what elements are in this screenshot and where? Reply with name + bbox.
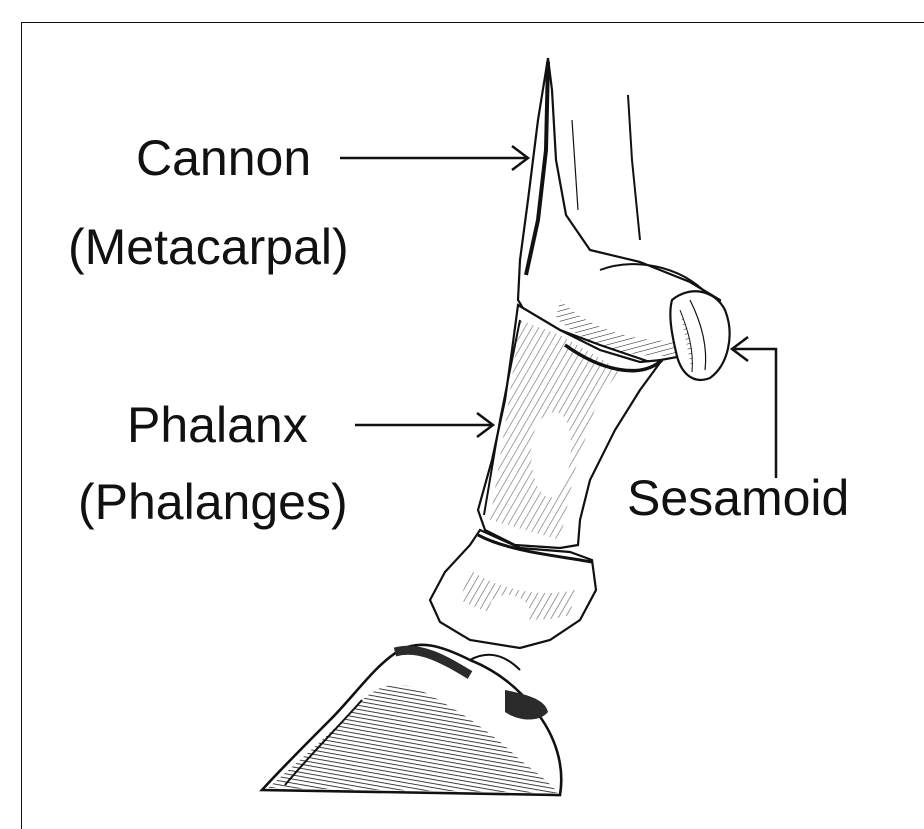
cannon-arrow [340,146,528,170]
phalanx-label: Phalanx [127,400,308,450]
metacarpal-label: (Metacarpal) [68,222,349,272]
sesamoid-label: Sesamoid [627,473,849,523]
sesamoid-arrow [732,337,776,478]
cannon-label: Cannon [136,133,311,183]
phalanges-label: (Phalanges) [78,477,348,527]
second-phalanx [430,530,596,648]
hoof [262,645,561,795]
sesamoid-bone [670,291,729,380]
phalanx-arrow [355,413,493,437]
